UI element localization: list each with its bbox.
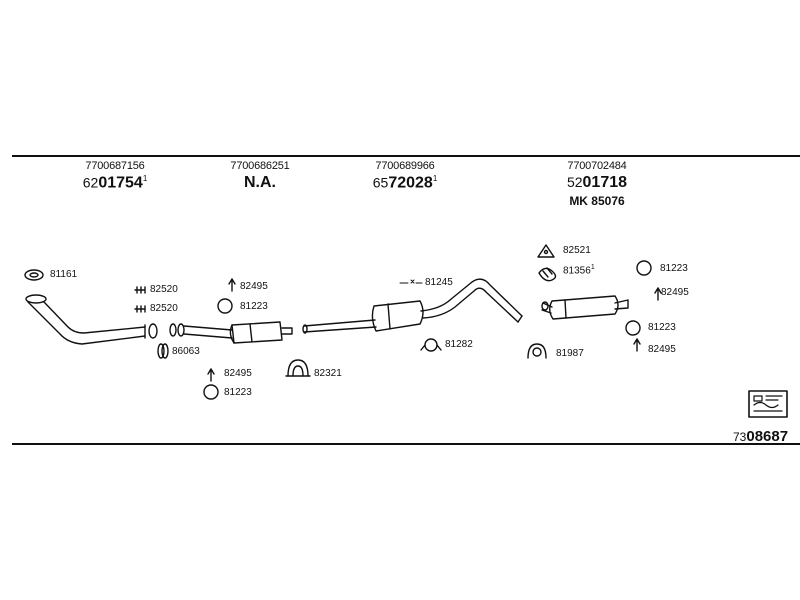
center-silencer [302, 278, 523, 334]
part-label: 813561 [563, 264, 595, 277]
oe-reference: 7700687156 [85, 160, 145, 172]
gasket-ring-icon [24, 269, 44, 281]
part-label: 82521 [563, 245, 591, 256]
oe-reference: 7700686251 [230, 160, 290, 172]
part-number: 65720281 [372, 174, 438, 192]
bracket-icon [537, 244, 555, 258]
oe-reference: 7700702484 [567, 160, 627, 172]
part-label: 81161 [50, 269, 78, 280]
header-col-3: 7700689966 65720281 [350, 160, 460, 192]
part-label: 81223 [660, 263, 688, 274]
part-label: 81282 [445, 339, 473, 350]
pipe-clamp-icon [420, 338, 442, 352]
part-number: 62017541 [82, 174, 148, 192]
manufacturer-logo-icon [748, 390, 788, 418]
header-col-2: 7700686251 N.A. [205, 160, 315, 192]
part-label: 81987 [556, 348, 584, 359]
part-label: 82495 [661, 287, 689, 298]
part-label: 81245 [425, 277, 453, 288]
part-number: 5201718 [566, 174, 628, 191]
part-label: 82321 [314, 368, 342, 379]
clamp-bolt-icon [134, 286, 146, 313]
header-col-1: 7700687156 62017541 [60, 160, 170, 192]
front-pipe [25, 294, 158, 345]
bolt-arrow-icon [207, 278, 662, 382]
part-label: 81223 [224, 387, 252, 398]
part-label: 82495 [224, 368, 252, 379]
part-label: 82495 [240, 281, 268, 292]
part-label: 81223 [240, 301, 268, 312]
top-rule [12, 155, 800, 157]
part-label: 82495 [648, 344, 676, 355]
part-number: N.A. [244, 174, 276, 191]
seal-ring-icon [157, 343, 169, 359]
rubber-mount-icon [538, 267, 557, 282]
rubber-ring-icon [203, 260, 652, 400]
part-label: 82520 [150, 303, 178, 314]
bottom-rule [12, 443, 800, 445]
hanger-bracket-icon [285, 359, 311, 377]
part-label: 82520 [150, 284, 178, 295]
u-clamp-icon [527, 343, 547, 359]
set-number: 7308687 [733, 428, 789, 445]
mounting-kit: MK 85076 [569, 194, 625, 208]
cut-mark-icon [399, 279, 423, 284]
rear-silencer [541, 295, 629, 320]
part-label: 86063 [172, 346, 200, 357]
header-col-4: 7700702484 5201718 MK 85076 [542, 160, 652, 208]
front-silencer [169, 321, 293, 344]
oe-reference: 7700689966 [375, 160, 435, 172]
part-label: 81223 [648, 322, 676, 333]
